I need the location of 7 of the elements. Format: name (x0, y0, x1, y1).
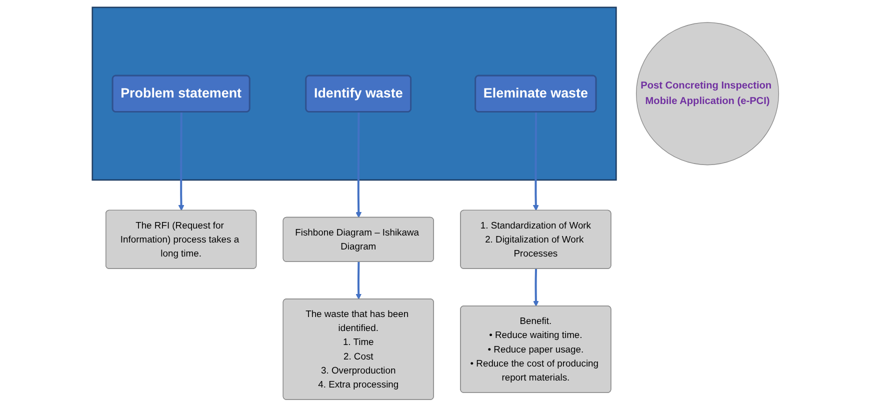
node-circle: Post Concreting Inspection Mobile Application (e-PCI) (636, 22, 780, 166)
arrow (533, 112, 540, 211)
cluster (92, 6, 618, 181)
arrow (178, 112, 185, 211)
arrow (356, 262, 362, 300)
arrow (356, 112, 362, 218)
arrow (533, 268, 540, 307)
